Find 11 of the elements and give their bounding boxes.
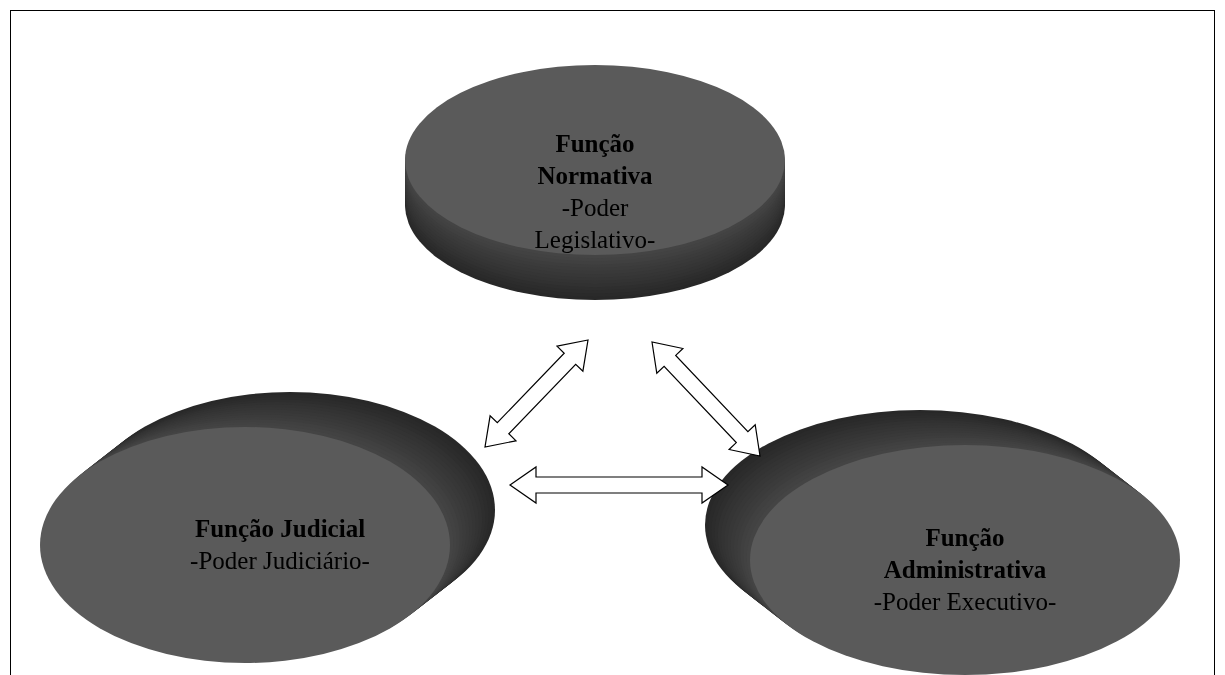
node-subtitle: -Poder Executivo-: [873, 587, 1057, 617]
node-subtitle: -Poder Judiciário-: [190, 546, 370, 576]
node-title: Função Judicial: [194, 514, 366, 544]
cylinder-disc: [40, 392, 495, 663]
double-arrow: [484, 339, 589, 448]
node-title: Função Administrativa: [882, 523, 1048, 585]
double-arrow: [508, 465, 730, 505]
cylinder-disc: [705, 410, 1180, 675]
node-subtitle: -Poder Legislativo-: [533, 193, 657, 255]
node-title: Função Normativa: [536, 129, 654, 191]
double-arrow: [651, 341, 761, 457]
